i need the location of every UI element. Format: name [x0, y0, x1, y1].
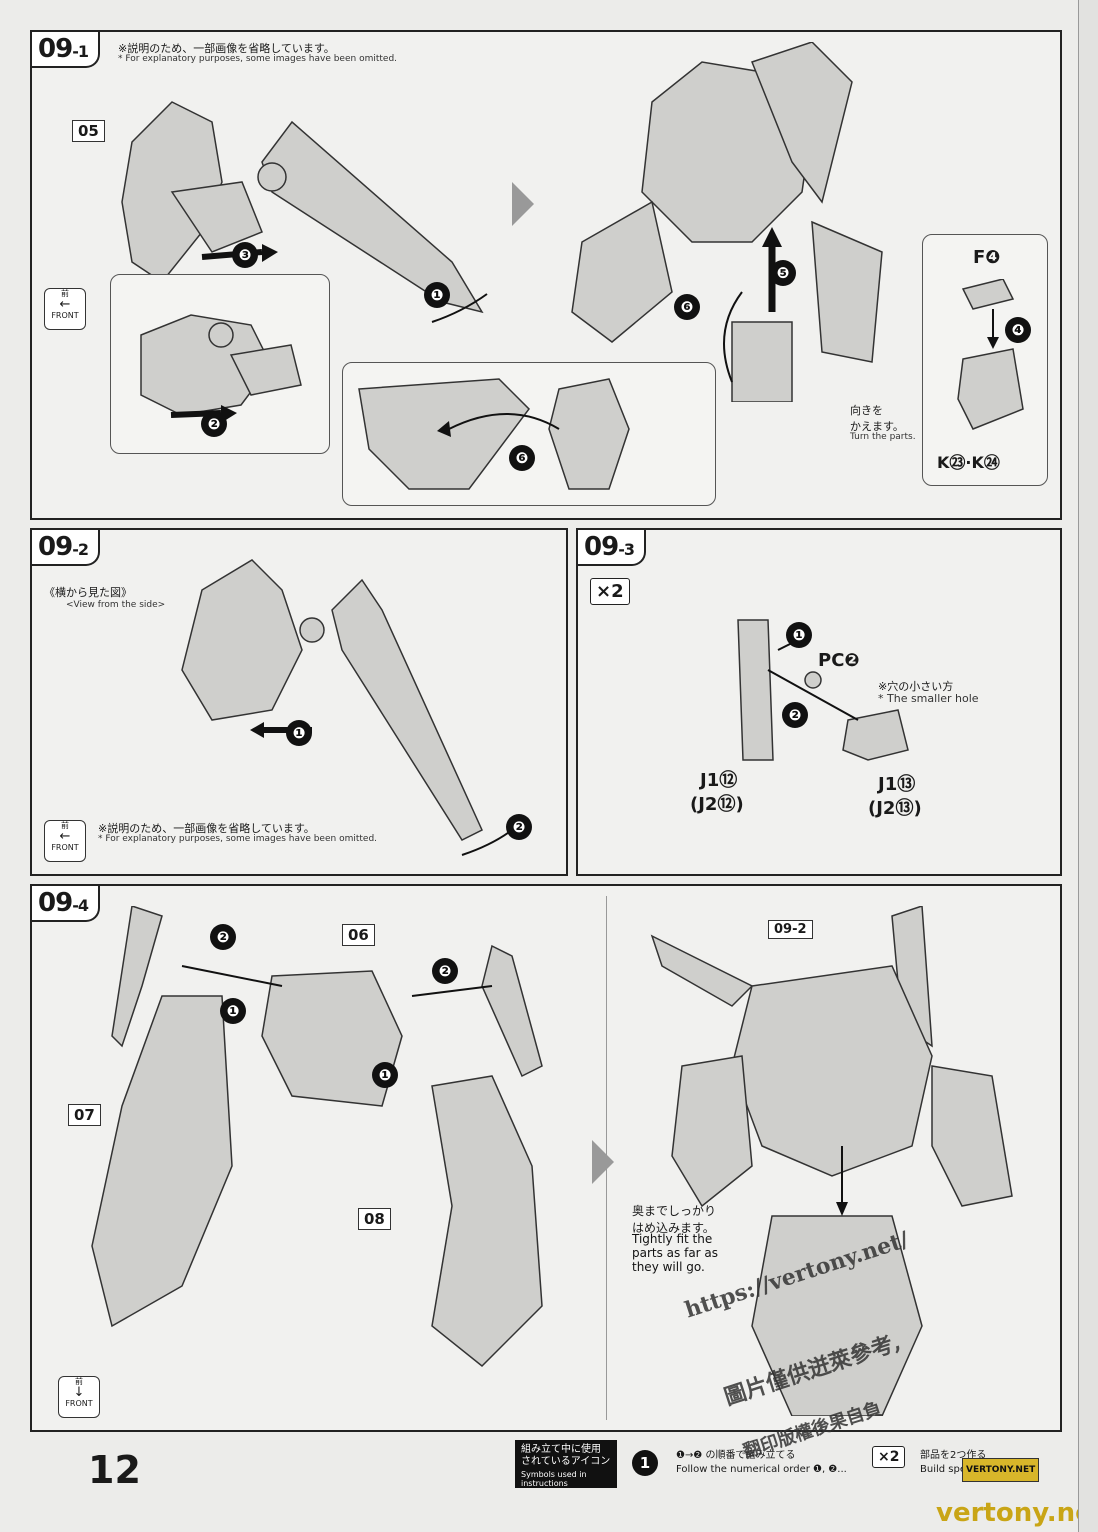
watermark-site: vertony.net [936, 1498, 1098, 1528]
turn-note-jp: 向きを かえます。 [850, 404, 904, 433]
front-jp: 前 [61, 289, 69, 298]
j2-12-label: (J2⑫) [690, 794, 744, 815]
omitted-note-en: * For explanatory purposes, some images … [118, 54, 398, 64]
j2-13-label: (J2⑬) [868, 798, 922, 819]
down-arrow-icon: ↓ [73, 1385, 85, 1400]
front-direction-badge: 前 ← FRONT [44, 288, 86, 330]
omitted-note-jp: ※説明のため、一部画像を省略しています。 [118, 42, 335, 55]
part-f4-label: F❹ [973, 247, 1001, 268]
times-two-icon: ×2 [590, 578, 630, 605]
step-number-6: ❻ [674, 294, 700, 320]
flow-arrow-icon [512, 182, 534, 226]
fit-note-jp: 奥までしっかり はめ込みます。 [632, 1204, 717, 1235]
waist-assembly-figure [91, 906, 543, 1368]
step-number-2b: ❷ [432, 958, 458, 984]
turn-note-en: Turn the parts. [850, 432, 916, 442]
step-number-3: ❸ [232, 242, 258, 268]
left-arrow-icon: ← [59, 829, 71, 844]
flow-arrow-icon [592, 1140, 614, 1184]
ref-tag-09-2: 09-2 [768, 920, 813, 939]
legend-title-jp: 組み立て中に使用 されているアイコン [521, 1444, 611, 1467]
step-09-1-panel: 09-1 ※説明のため、一部画像を省略しています。 * For explanat… [30, 30, 1062, 520]
step-number-1: ❶ [424, 282, 450, 308]
step-09-4-panel: 09-4 ❷ 06 ❷ ❶ ❶ 07 08 前 ↓ FRONT 09-2 [30, 884, 1062, 1432]
assembled-figure [571, 42, 883, 402]
step-tag: 09-4 [32, 886, 100, 922]
full-assembly-figure [650, 906, 1013, 1416]
page-number: 12 [88, 1448, 141, 1492]
j1-13-label: J1⑬ [878, 774, 916, 795]
omitted-note-en: * For explanatory purposes, some images … [98, 834, 378, 844]
legend-times-two-icon: ×2 [872, 1446, 906, 1468]
step-number-2: ❷ [782, 702, 808, 728]
legend-title-en: Symbols used in instructions [521, 1470, 587, 1488]
side-view-jp: 《横から見た図》 [44, 586, 132, 599]
side-view-en: <View from the side> [66, 600, 166, 610]
head-parts-figure [957, 279, 1024, 430]
step-number-4: ❹ [1005, 317, 1031, 343]
legend-item1-jp: ❶→❷ の順番で組み立てる [676, 1450, 796, 1461]
part-k-label: K㉓·K㉔ [937, 453, 1000, 472]
step-number-1: ❶ [286, 720, 312, 746]
step-09-2-panel: 09-2 《横から見た図》 <View from the side> ❶ ❷ 前… [30, 528, 568, 876]
front-jp: 前 [75, 1377, 83, 1386]
step-number-5: ❺ [770, 260, 796, 286]
legend-item2-jp: 部品を2つ作る [920, 1450, 987, 1461]
part-number-08: 08 [358, 1208, 391, 1230]
front-en: FRONT [51, 311, 79, 320]
fit-note-en: Tightly fit the parts as far as they wil… [632, 1232, 719, 1274]
step-number-2: ❷ [506, 814, 532, 840]
omitted-note-jp: ※説明のため、一部画像を省略しています。 [98, 822, 315, 835]
front-en: FRONT [65, 1399, 93, 1408]
step-number-1b: ❶ [372, 1062, 398, 1088]
hole-note-jp: ※穴の小さい方 [878, 680, 954, 693]
step-number-2a: ❷ [210, 924, 236, 950]
part-number-05: 05 [72, 120, 105, 142]
torso-figure [121, 101, 488, 323]
waist-inset: ❻ [342, 362, 716, 506]
left-arrow-icon: ← [59, 297, 71, 312]
step-number-6b: ❻ [509, 445, 535, 471]
step-number-1: ❶ [786, 622, 812, 648]
j1-12-label: J1⑫ [700, 770, 738, 791]
step-number-1a: ❶ [220, 998, 246, 1024]
inset-figure [140, 314, 302, 423]
detail-inset: ❷ [110, 274, 330, 454]
step-tag: 09-3 [578, 530, 646, 566]
part-number-06: 06 [342, 924, 375, 946]
legend-step-icon: 1 [632, 1450, 658, 1476]
waist-figure [358, 378, 630, 490]
step-09-3-panel: 09-3 ×2 ❶ PC❷ ※穴の小さい方 * The smaller hole… [576, 528, 1062, 876]
part-number-07: 07 [68, 1104, 101, 1126]
step-tag: 09-2 [32, 530, 100, 566]
head-parts-inset: F❹ ❹ K㉓·K㉔ [922, 234, 1048, 486]
legend-item1-en: Follow the numerical order ❶, ❷... [676, 1464, 847, 1475]
front-direction-badge: 前 ← FRONT [44, 820, 86, 862]
pc2-label: PC❷ [818, 650, 860, 671]
step-number-2: ❷ [201, 411, 227, 437]
leg-part-figure [737, 619, 909, 761]
front-en: FRONT [51, 843, 79, 852]
next-page-edge [1078, 0, 1098, 1532]
step-tag: 09-1 [32, 32, 100, 68]
legend-title: 組み立て中に使用 されているアイコン Symbols used in instr… [515, 1440, 617, 1488]
watermark-logo: VERTONY.NET [962, 1458, 1040, 1482]
front-direction-badge: 前 ↓ FRONT [58, 1376, 100, 1418]
hole-note-en: * The smaller hole [878, 692, 979, 705]
side-view-figure [181, 559, 513, 856]
front-jp: 前 [61, 821, 69, 830]
